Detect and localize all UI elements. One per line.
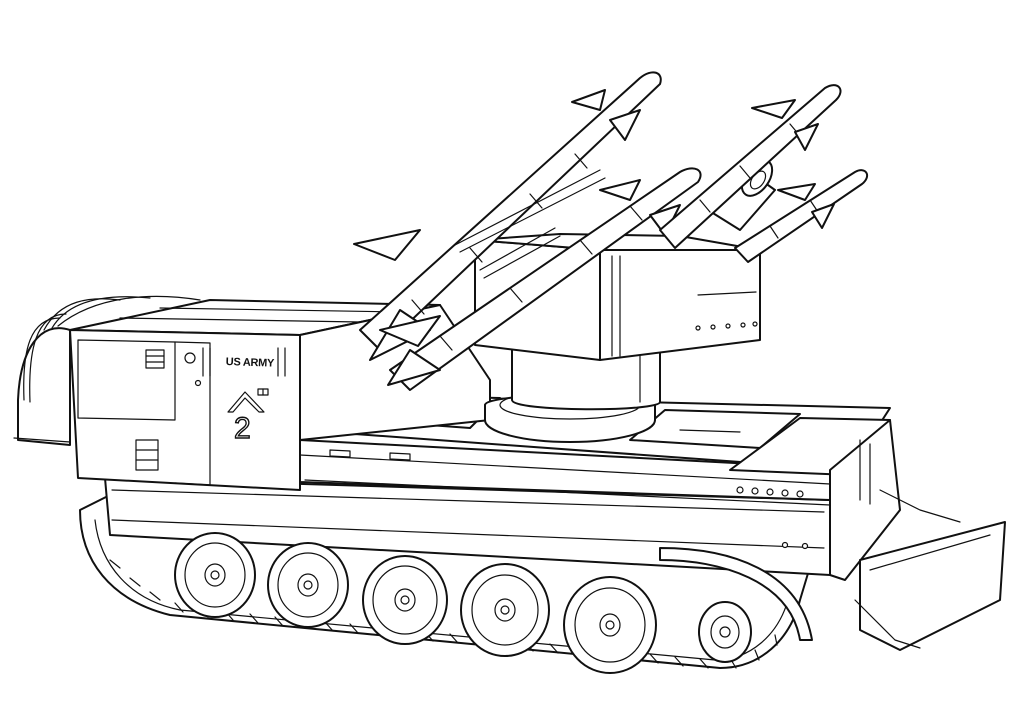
road-wheel-3 [362,555,448,645]
missile-3 [659,84,842,249]
chevron-icon [227,391,265,413]
missile-1-tail-fin [353,229,421,261]
road-wheel-5 [563,576,657,674]
cab-panel-upper [77,339,176,421]
rear-cable-bundle [13,295,201,446]
vent-grille-upper [145,349,165,369]
front-trim-vane [859,521,1006,651]
us-army-marking: US ARMY [225,356,275,370]
road-wheel-1 [174,532,256,618]
missile-2 [379,167,702,391]
unit-number-marking: 2 [233,412,251,445]
vent-grille-lower [135,439,159,471]
hull-rivets [736,486,809,550]
drive-sprocket [698,601,752,663]
hull-fittings [304,439,871,506]
road-wheel-4 [460,563,550,657]
road-wheel-2 [267,542,349,628]
road-wheels [174,532,813,674]
missiles [353,71,869,391]
turret-rivets [695,321,758,331]
missile-4 [734,169,869,263]
